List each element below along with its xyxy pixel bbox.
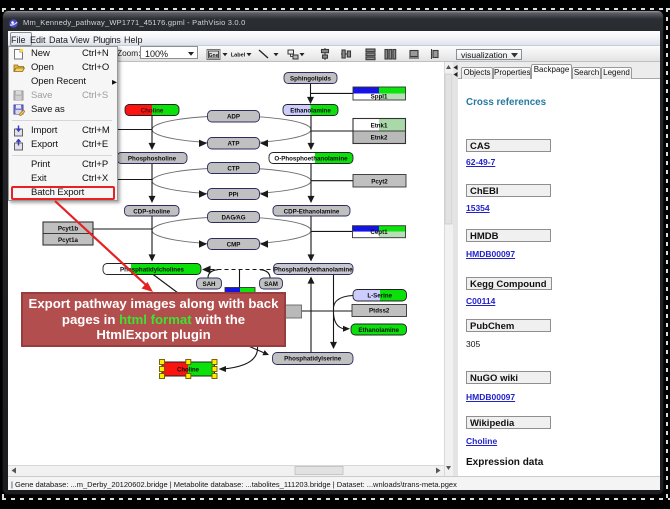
svg-text:CDP-Ethanolamine: CDP-Ethanolamine [284,209,340,216]
svg-text:Label: Label [231,53,246,59]
svg-text:Pcyt1b: Pcyt1b [58,225,79,232]
svg-text:Etnk2: Etnk2 [371,135,388,142]
svg-text:CDP-sholine: CDP-sholine [133,209,170,216]
svg-text:CTP: CTP [227,166,239,173]
svg-text:Pcyt2: Pcyt2 [371,178,388,185]
svg-text:Ptdss2: Ptdss2 [369,308,390,315]
svg-text:Sppl1: Sppl1 [371,93,388,100]
svg-text:Ethanolamine: Ethanolamine [290,108,331,115]
svg-text:Ethanolamine: Ethanolamine [358,327,399,334]
svg-text:ADP: ADP [227,114,240,121]
svg-text:O-Phosphoethanolamine: O-Phosphoethanolamine [274,156,348,163]
svg-text:Phosphatidylcholines: Phosphatidylcholines [120,267,185,274]
svg-text:CMP: CMP [227,242,241,249]
svg-text:SAH: SAH [202,281,216,288]
svg-text:Choline: Choline [141,108,164,115]
svg-text:ATP: ATP [228,141,240,148]
svg-text:Pcyt1a: Pcyt1a [58,237,79,244]
svg-text:PPi: PPi [229,192,239,199]
svg-text:Etnk1: Etnk1 [371,122,388,129]
svg-text:DAG⁄AG: DAG⁄AG [221,215,245,222]
svg-text:Phosphatidylethanolamine: Phosphatidylethanolamine [274,267,353,274]
svg-text:SAM: SAM [264,281,278,288]
svg-text:Cept1: Cept1 [370,229,388,236]
svg-text:Phosphosholine: Phosphosholine [128,156,177,163]
svg-text:L-Serine: L-Serine [367,293,392,300]
svg-text:Sphingolipids: Sphingolipids [290,76,331,83]
svg-text:Gne: Gne [209,53,219,59]
svg-text:Phosphatidylserine: Phosphatidylserine [284,356,342,363]
svg-text:Choline: Choline [177,368,200,374]
